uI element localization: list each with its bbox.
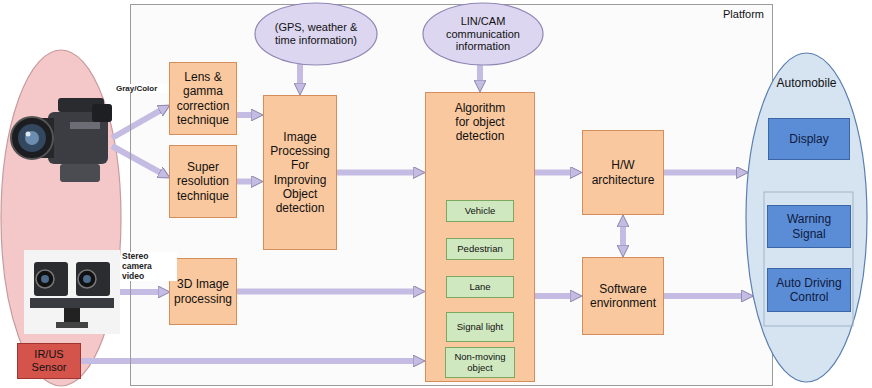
node-text: (GPS, weather & time information) bbox=[274, 21, 358, 47]
node-text: Software environment bbox=[585, 282, 661, 310]
output-box: Display bbox=[768, 118, 850, 160]
node-text: Pedestrian bbox=[457, 243, 502, 254]
flow-arrow bbox=[664, 293, 742, 299]
process-box: Lens & gamma correction technique bbox=[169, 62, 237, 135]
platform-frame: Lens & gamma correction techniqueSuper r… bbox=[130, 4, 773, 386]
node-text: Display bbox=[789, 132, 828, 146]
sensor-region bbox=[1, 50, 121, 386]
node-text: H/W architecture bbox=[585, 158, 661, 186]
ellipse-shape bbox=[423, 3, 543, 65]
flow-arrow bbox=[477, 65, 483, 81]
node-text: IR/US Sensor bbox=[20, 348, 78, 374]
process-box: VehiclePedestrianLaneSignal lightNon-mov… bbox=[425, 92, 535, 382]
object-class-box: Non-moving object bbox=[445, 347, 515, 378]
ellipse-shape bbox=[746, 53, 867, 382]
object-class-box: Signal light bbox=[446, 312, 514, 342]
sensor-box: IR/US Sensor bbox=[17, 343, 81, 379]
ellipse-shape bbox=[255, 3, 377, 65]
node-text: LIN/CAM communication information bbox=[442, 15, 525, 54]
flow-arrow bbox=[535, 170, 571, 176]
camera-arrow bbox=[120, 289, 159, 295]
node-text: Image Processing For Improving Object de… bbox=[266, 130, 334, 214]
node-text: 3D Image processing bbox=[172, 277, 234, 305]
object-class-box: Pedestrian bbox=[446, 238, 514, 260]
info-ellipse: LIN/CAM communication information bbox=[422, 2, 544, 66]
node-text: Auto Driving Control bbox=[770, 276, 848, 304]
output-box: Warning Signal bbox=[767, 205, 851, 248]
flow-arrow bbox=[664, 170, 737, 176]
photo-ground bbox=[24, 250, 120, 334]
flow-arrow bbox=[237, 179, 252, 185]
object-class-box: Lane bbox=[446, 276, 514, 298]
flow-arrow bbox=[237, 112, 252, 118]
camcorder-illustration bbox=[11, 98, 112, 182]
stereo-camera-illustration bbox=[30, 262, 114, 328]
process-box: Software environment bbox=[582, 257, 664, 335]
flow-arrow bbox=[337, 170, 414, 176]
node-text: Warning Signal bbox=[770, 212, 848, 240]
node-text: Lens & gamma correction technique bbox=[172, 70, 234, 126]
flow-arrow bbox=[620, 226, 626, 246]
node-text: Algorithm for object detection bbox=[450, 93, 510, 143]
platform-ground bbox=[130, 4, 773, 386]
node-text: Platform bbox=[131, 5, 772, 21]
node-text: Automobile bbox=[745, 52, 868, 90]
process-box: Super resolution technique bbox=[169, 145, 237, 218]
process-box: 3D Image processing bbox=[169, 258, 237, 325]
flow-arrow bbox=[535, 293, 571, 299]
process-box: H/W architecture bbox=[582, 130, 664, 215]
flow-arrow bbox=[237, 289, 414, 295]
object-class-box: Vehicle bbox=[446, 200, 514, 222]
output-group-frame bbox=[764, 192, 853, 326]
node-text: Lane bbox=[469, 281, 490, 292]
node-text: Vehicle bbox=[465, 205, 496, 216]
automobile-ellipse: DisplayWarning SignalAuto Driving Contro… bbox=[745, 52, 868, 383]
flow-arrow bbox=[297, 64, 303, 84]
signal-label: Stereo camera video bbox=[121, 252, 177, 281]
camera-arrow bbox=[112, 110, 160, 138]
node-text: Signal light bbox=[457, 321, 503, 332]
process-box: Image Processing For Improving Object de… bbox=[263, 95, 337, 250]
node-text: Non-moving object bbox=[448, 351, 512, 373]
signal-label: Gray/Color bbox=[115, 84, 169, 93]
camera-arrow bbox=[112, 146, 160, 173]
node-text: Super resolution technique bbox=[172, 160, 234, 202]
output-box: Auto Driving Control bbox=[767, 268, 851, 312]
info-ellipse: (GPS, weather & time information) bbox=[254, 2, 378, 66]
